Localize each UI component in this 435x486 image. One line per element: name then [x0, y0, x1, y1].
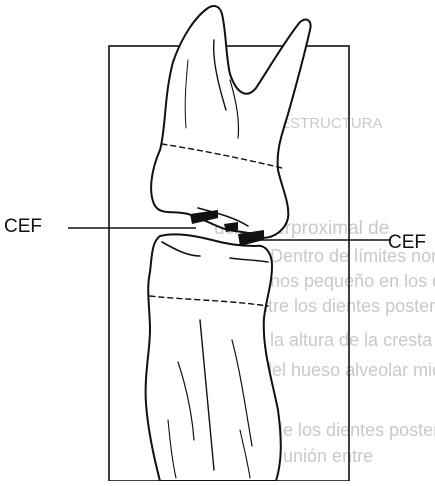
- upper-tooth: [151, 6, 310, 238]
- lower-tooth: [146, 234, 281, 481]
- bleed-line-3: menos pequeño en los dientes ant y mayor…: [245, 271, 435, 291]
- bleed-line-4: entre los dientes posteriores...: [248, 296, 435, 316]
- bleed-line-5: la altura de la cresta: [270, 330, 433, 350]
- cef-label-left: CEF: [4, 216, 42, 238]
- cef-label-right: CEF: [388, 232, 426, 254]
